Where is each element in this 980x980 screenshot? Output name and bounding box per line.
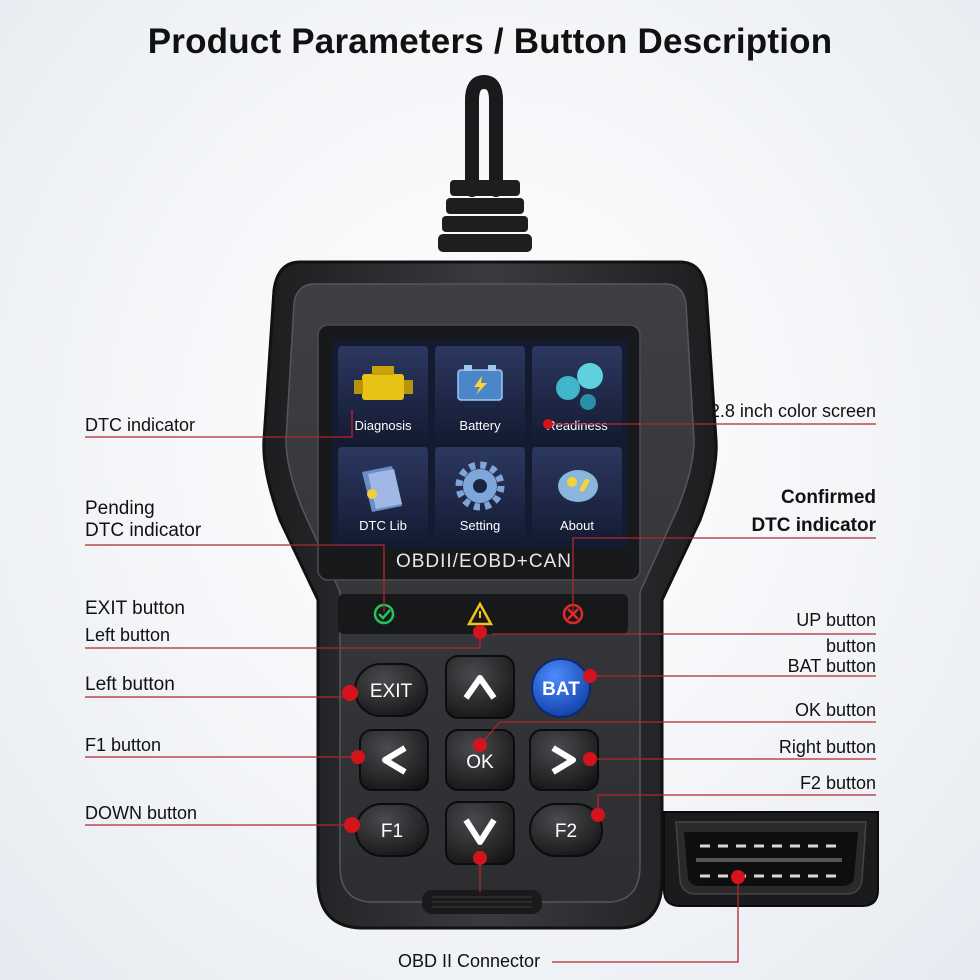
label-button-small: button (825, 636, 876, 656)
label-down-button: DOWN button (85, 803, 198, 823)
cable (438, 74, 532, 252)
menu-label-setting: Setting (460, 518, 500, 533)
page-title: Product Parameters / Button Description (147, 22, 833, 61)
label-confirmed-line2: DTC indicator (751, 515, 876, 536)
label-obd-connector: OBD II Connector (398, 951, 541, 971)
engine-icon (354, 366, 413, 400)
leader-lines (85, 410, 876, 963)
f2-button-label: F2 (555, 821, 577, 842)
menu-label-about: About (560, 518, 594, 533)
label-screen: 2.8 inch color screen (709, 401, 876, 421)
model-text: OBDII/EOBD+CAN (396, 551, 572, 572)
menu-label-readiness: Readiness (546, 418, 608, 433)
left-arrow-icon (382, 745, 407, 775)
obd-connector (663, 811, 879, 907)
label-dtc-indicator: DTC indicator (85, 415, 196, 435)
menu-label-dtc-lib: DTC Lib (359, 518, 407, 533)
callout-dots (342, 419, 745, 884)
label-pending-line1: Pending (85, 498, 155, 519)
label-f1-button: F1 button (85, 735, 162, 755)
menu-label-diagnosis: Diagnosis (354, 418, 412, 433)
label-bat-button: BAT button (787, 656, 876, 676)
book-icon (362, 466, 402, 512)
f1-button-label: F1 (381, 821, 403, 842)
warning-icon (466, 601, 494, 626)
bat-button-label: BAT (542, 679, 580, 700)
label-f2-button: F2 button (799, 773, 876, 793)
keypad (354, 655, 603, 865)
menu-label-battery: Battery (459, 418, 501, 433)
about-icon (558, 470, 598, 502)
screen-menu (338, 346, 622, 542)
battery-icon (457, 365, 503, 401)
exit-button-label: EXIT (370, 681, 413, 702)
label-pending-line2: DTC indicator (85, 520, 202, 541)
label-left-button-small: Left button (85, 625, 171, 645)
label-up-button: UP button (796, 610, 876, 630)
label-left-button: Left button (85, 674, 175, 695)
ok-button-label: OK (466, 752, 494, 773)
up-arrow-icon (463, 675, 497, 700)
label-confirmed-line1: Confirmed (781, 487, 876, 508)
down-arrow-icon (463, 818, 497, 845)
label-right-button: Right button (778, 737, 876, 757)
gear-icon (455, 461, 505, 511)
readiness-icon (556, 363, 603, 410)
right-arrow-icon (551, 745, 576, 775)
label-exit-button: EXIT button (85, 598, 185, 619)
label-ok-button: OK button (794, 700, 876, 720)
